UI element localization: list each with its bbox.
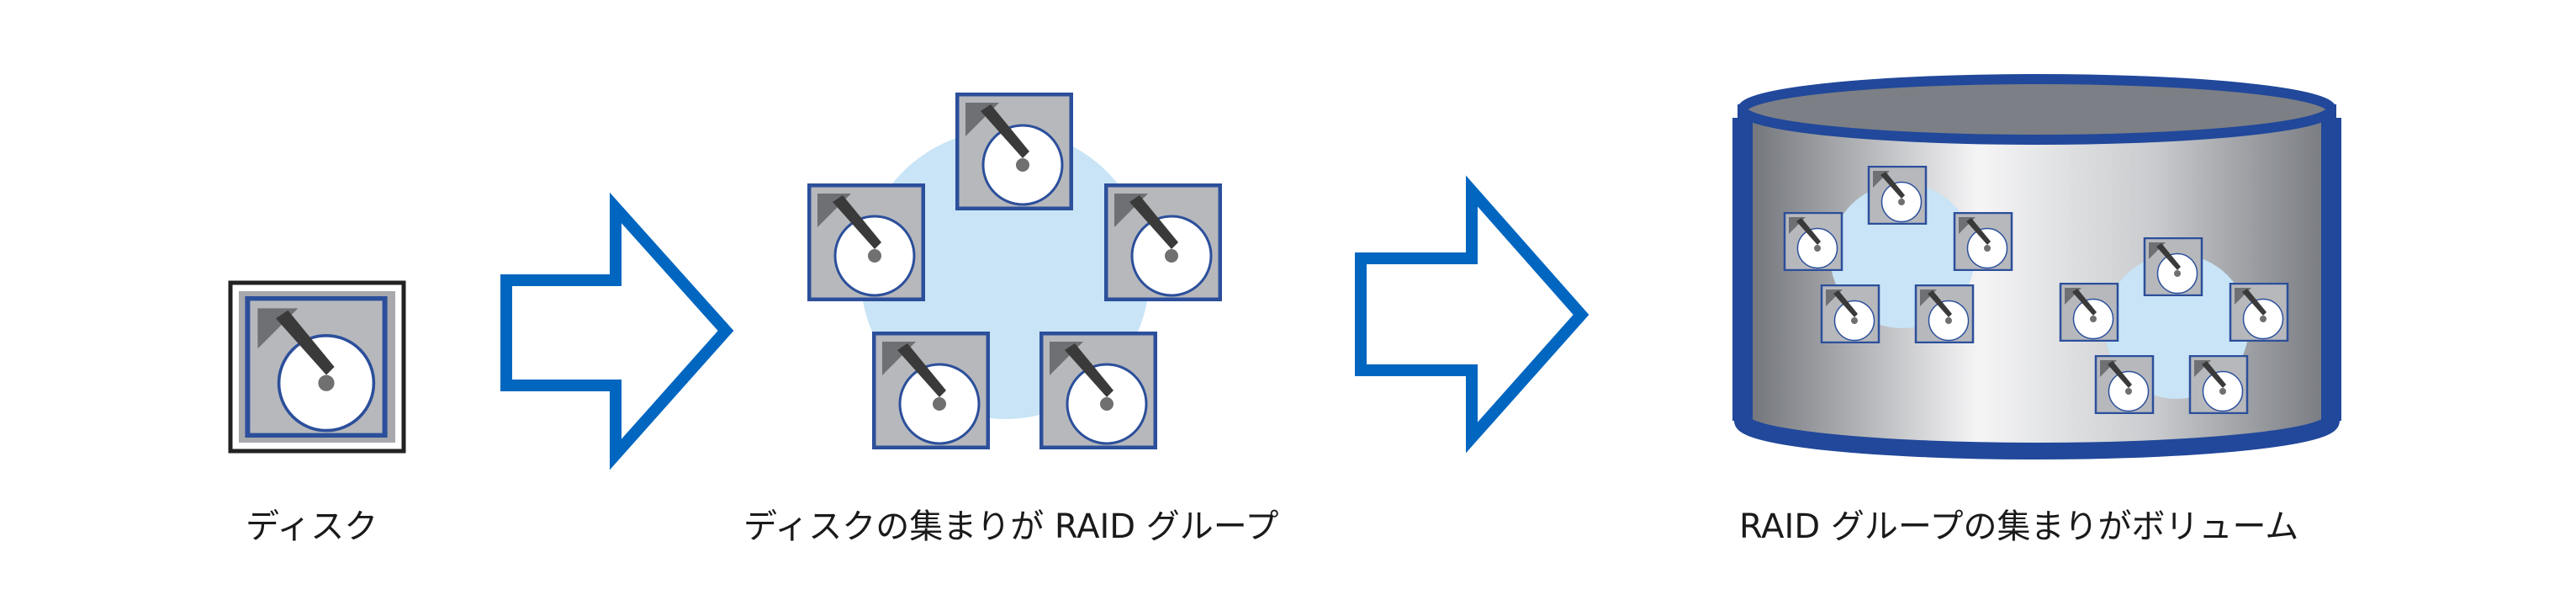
volume-cylinder-icon xyxy=(1732,74,2341,459)
raid-disk-icon xyxy=(809,185,923,300)
raid-group-label: ディスクの集まりが RAID グループ xyxy=(743,507,1279,546)
volume-raid-group xyxy=(1783,166,2013,343)
raid-group xyxy=(809,94,1220,448)
right-arrow-icon xyxy=(500,192,734,470)
volume-label: RAID グループの集まりがボリューム xyxy=(1739,507,2299,546)
raid-disk-icon xyxy=(1041,333,1156,448)
disk-label: ディスク xyxy=(246,507,378,546)
raid-disk-icon xyxy=(874,333,988,448)
volume-raid-group xyxy=(2059,237,2289,414)
raid-disk-icon xyxy=(1106,185,1220,300)
single-disk-icon xyxy=(228,280,406,454)
raid-disk-icon xyxy=(957,94,1071,209)
right-arrow-icon xyxy=(1355,175,1590,454)
